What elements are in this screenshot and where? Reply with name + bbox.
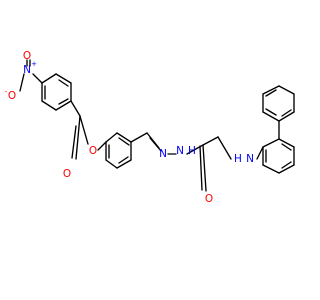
hydrazone-n1-label: N [159,148,167,160]
atom-label-layer: N + O O - O O N N H O N H [5,50,254,205]
nitro-nitrogen-label: N [23,64,31,76]
bond-line [217,136,232,160]
bond-line [262,138,280,148]
bond-line [58,79,69,87]
nitro-oxygen-left-label: O [8,90,16,102]
nitro-oxygen-charge: - [5,88,8,96]
bond-line [202,144,207,192]
bond-line [41,73,57,84]
bond-line [97,141,107,151]
bond-line [118,156,129,164]
bond-line [281,161,292,169]
bond-line [105,159,118,169]
bond-line [278,138,295,148]
bond-line [58,98,69,105]
bond-line [265,108,277,116]
nitro-oxygen-top-label: O [23,50,31,62]
bond-line [32,73,43,84]
bond-line [262,85,280,95]
bond-layer [19,59,295,192]
bond-line [116,132,132,143]
bond-line [149,137,162,152]
bond-line [55,73,72,84]
bond-line [262,111,280,122]
bond-line [281,143,292,151]
bond-line [278,111,295,122]
bond-line [265,89,277,97]
bond-line [19,73,25,92]
bond-line [41,100,57,111]
bond-line [79,115,89,145]
molecule-structure: N + O O - O O N N H O N H [5,50,295,205]
bond-line [118,137,130,146]
bond-line [278,164,295,174]
bond-line [281,109,292,117]
ester-oxygen-label: O [89,145,97,157]
hydrazone-n2-label: N [176,145,184,157]
ester-carbonyl-oxygen-label: O [63,168,71,180]
hydrazone-h-label: H [188,145,196,157]
bond-line [262,164,280,174]
bond-line [70,100,81,117]
bond-line [116,159,132,169]
bond-line [199,145,203,191]
amine-nitrogen-label: N [246,153,254,165]
nitro-nitrogen-charge: + [31,60,37,68]
amine-hydrogen-label: H [234,153,242,165]
bond-line [71,125,77,159]
bond-line [130,132,148,143]
bond-line [75,115,81,160]
bond-line [256,146,264,160]
amide-oxygen-label: O [205,193,213,205]
bond-line [105,132,118,143]
bond-line [278,85,295,95]
bond-line [55,100,72,111]
bond-line [202,136,219,146]
